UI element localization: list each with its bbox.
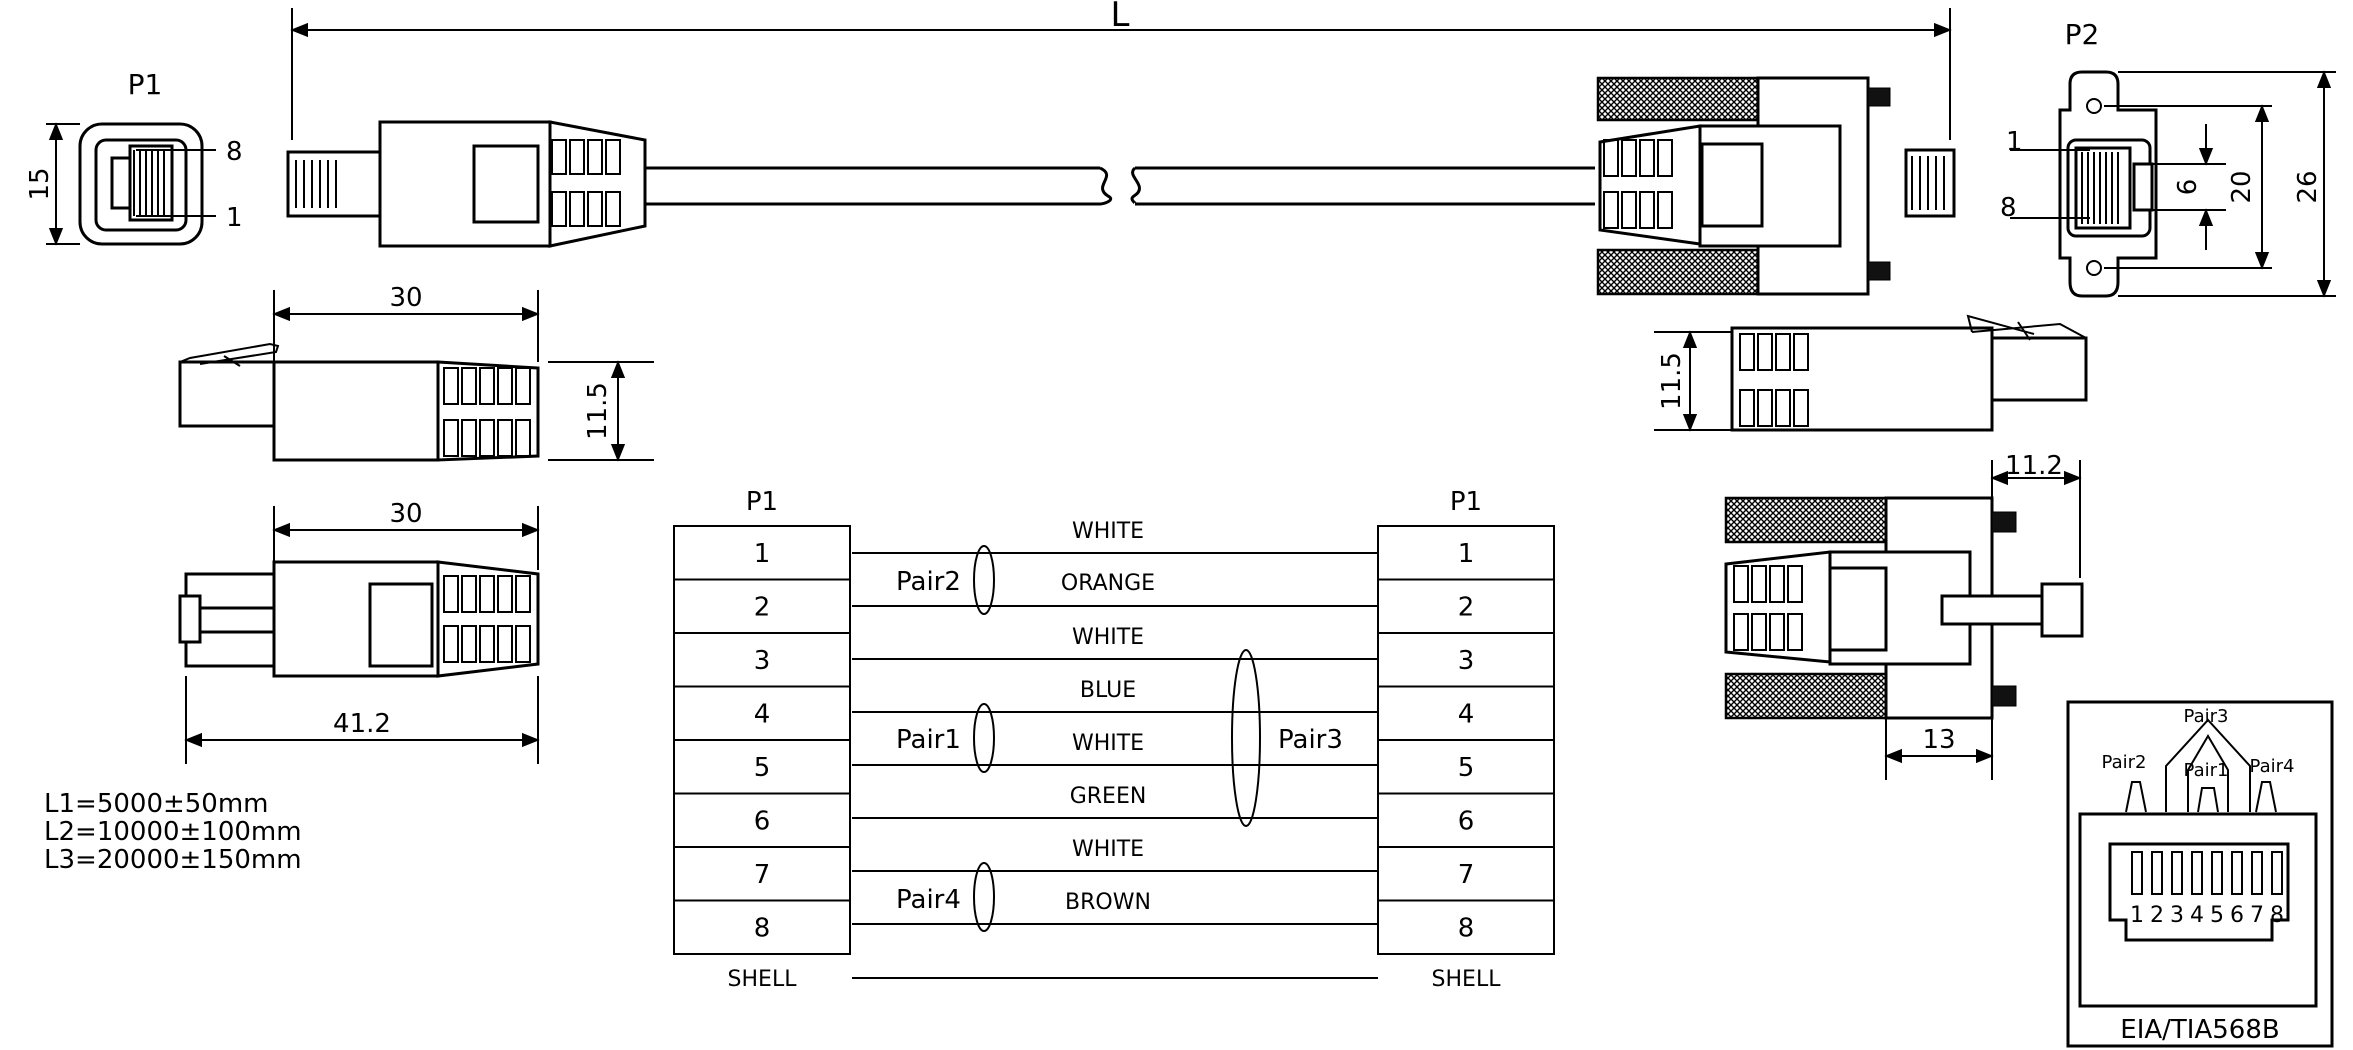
wire-color-1: WHITE bbox=[1072, 519, 1144, 544]
wire-color-4: BLUE bbox=[1080, 678, 1136, 703]
jack-contact bbox=[2211, 851, 2223, 895]
panel-connector-bottom-view: 11.2 13 bbox=[1724, 451, 2084, 780]
right-top-dim: 11.2 bbox=[2005, 451, 2063, 481]
p2-outer-dim: 26 bbox=[2293, 170, 2323, 203]
left-pin-number: 5 bbox=[754, 753, 771, 783]
jack-pair-2: Pair2 bbox=[2102, 752, 2147, 773]
right-pin-number: 7 bbox=[1458, 860, 1475, 890]
p2-label: P2 bbox=[2065, 18, 2100, 51]
plug-side-view: 30 11.5 bbox=[178, 283, 654, 462]
wiring-diagram: P1 P1 1 1 2 2 3 3 4 4 5 5 6 6 7 7 8 8 WHITE ORANGE WHIT… bbox=[673, 487, 1555, 992]
length-note-3: L3=20000±150mm bbox=[44, 845, 302, 875]
left-pin-number: 3 bbox=[754, 646, 771, 676]
jack-contact bbox=[2191, 851, 2203, 895]
jack-contact bbox=[2131, 851, 2143, 895]
right-pin-number: 3 bbox=[1458, 646, 1475, 676]
shell-left: SHELL bbox=[728, 967, 798, 992]
right-pin-number: 6 bbox=[1458, 807, 1475, 837]
length-note-1: L1=5000±50mm bbox=[44, 789, 269, 819]
p2-pin-bottom: 8 bbox=[2000, 193, 2017, 223]
jack-pin-number: 7 bbox=[2250, 903, 2264, 928]
overall-length-dimension: L bbox=[290, 0, 1952, 140]
cable-left bbox=[645, 166, 1113, 206]
wire-color-7: WHITE bbox=[1072, 837, 1144, 862]
jack-contact bbox=[2271, 851, 2283, 895]
side-length-dim: 30 bbox=[389, 283, 422, 313]
length-note-2: L2=10000±100mm bbox=[44, 817, 302, 847]
left-pin-number: 1 bbox=[754, 539, 771, 569]
p1-height-dim: 15 bbox=[25, 167, 55, 200]
pair-label-1: Pair1 bbox=[896, 725, 961, 755]
p2-inner-dim: 20 bbox=[2227, 170, 2257, 203]
bottom-length-dim: 30 bbox=[389, 499, 422, 529]
panel-mount-connector-top-view bbox=[1596, 76, 1956, 296]
jack-pin-number: 4 bbox=[2190, 903, 2204, 928]
left-pin-number: 7 bbox=[754, 860, 771, 890]
jack-pin-number: 1 bbox=[2130, 903, 2144, 928]
jack-pin-number: 2 bbox=[2150, 903, 2164, 928]
panel-connector-side-view: 11.5 bbox=[1654, 314, 2088, 432]
jack-contact bbox=[2151, 851, 2163, 895]
right-pin-number: 5 bbox=[1458, 753, 1475, 783]
rj45-plug-top-view bbox=[286, 120, 647, 248]
right-pin-number: 4 bbox=[1458, 700, 1475, 730]
pair-label-4: Pair4 bbox=[896, 885, 961, 915]
shell-right: SHELL bbox=[1432, 967, 1502, 992]
jack-pair-1: Pair1 bbox=[2184, 760, 2229, 781]
length-notes: L1=5000±50mm L2=10000±100mm L3=20000±150… bbox=[44, 789, 302, 875]
p2-pin-top: 1 bbox=[2006, 127, 2023, 157]
left-pin-number: 8 bbox=[754, 914, 771, 944]
wire-color-5: WHITE bbox=[1072, 731, 1144, 756]
p1-pin-bottom: 1 bbox=[226, 203, 243, 233]
wiring-left-header: P1 bbox=[746, 487, 778, 517]
jack-contact bbox=[2231, 851, 2243, 895]
left-pin-number: 4 bbox=[754, 700, 771, 730]
jack-contact bbox=[2251, 851, 2263, 895]
jack-pair-4: Pair4 bbox=[2250, 756, 2295, 777]
p1-pin-top: 8 bbox=[226, 137, 243, 167]
plug-bottom-view: 30 41.2 bbox=[178, 499, 540, 764]
side-height-dim-right: 11.5 bbox=[1657, 352, 1687, 410]
jack-pin-number: 8 bbox=[2270, 903, 2284, 928]
wire-color-3: WHITE bbox=[1072, 625, 1144, 650]
wiring-right-header: P1 bbox=[1450, 487, 1482, 517]
left-pin-number: 2 bbox=[754, 593, 771, 623]
right-pin-number: 1 bbox=[1458, 539, 1475, 569]
p1-label: P1 bbox=[128, 68, 163, 101]
pair-label-2: Pair2 bbox=[896, 567, 961, 597]
right-pin-number: 2 bbox=[1458, 593, 1475, 623]
jack-contact bbox=[2171, 851, 2183, 895]
overall-length-dim-41: 41.2 bbox=[333, 709, 391, 739]
p2-slot-dim: 6 bbox=[2173, 179, 2203, 196]
jack-standard-label: EIA/TIA568B bbox=[2120, 1015, 2279, 1045]
left-pin-cell bbox=[673, 899, 851, 955]
jack-pair-3: Pair3 bbox=[2184, 706, 2229, 727]
jack-pin-number: 5 bbox=[2210, 903, 2224, 928]
jack-pin-number: 6 bbox=[2230, 903, 2244, 928]
length-label: L bbox=[1111, 0, 1130, 35]
p1-front-view: P1 8 1 15 bbox=[25, 68, 243, 246]
left-pin-number: 6 bbox=[754, 807, 771, 837]
pair-label-3: Pair3 bbox=[1278, 725, 1343, 755]
right-pin-cell bbox=[1377, 899, 1555, 955]
side-height-dim-left: 11.5 bbox=[583, 382, 613, 440]
right-pin-number: 8 bbox=[1458, 914, 1475, 944]
p2-front-view: P2 1 8 6 20 26 bbox=[2000, 18, 2336, 298]
jack-pin-number: 3 bbox=[2170, 903, 2184, 928]
cable-right bbox=[1130, 166, 1595, 206]
wire-color-6: GREEN bbox=[1070, 784, 1147, 809]
right-bottom-dim: 13 bbox=[1922, 725, 1955, 755]
wire-color-8: BROWN bbox=[1065, 890, 1151, 915]
wire-color-2: ORANGE bbox=[1061, 571, 1155, 596]
